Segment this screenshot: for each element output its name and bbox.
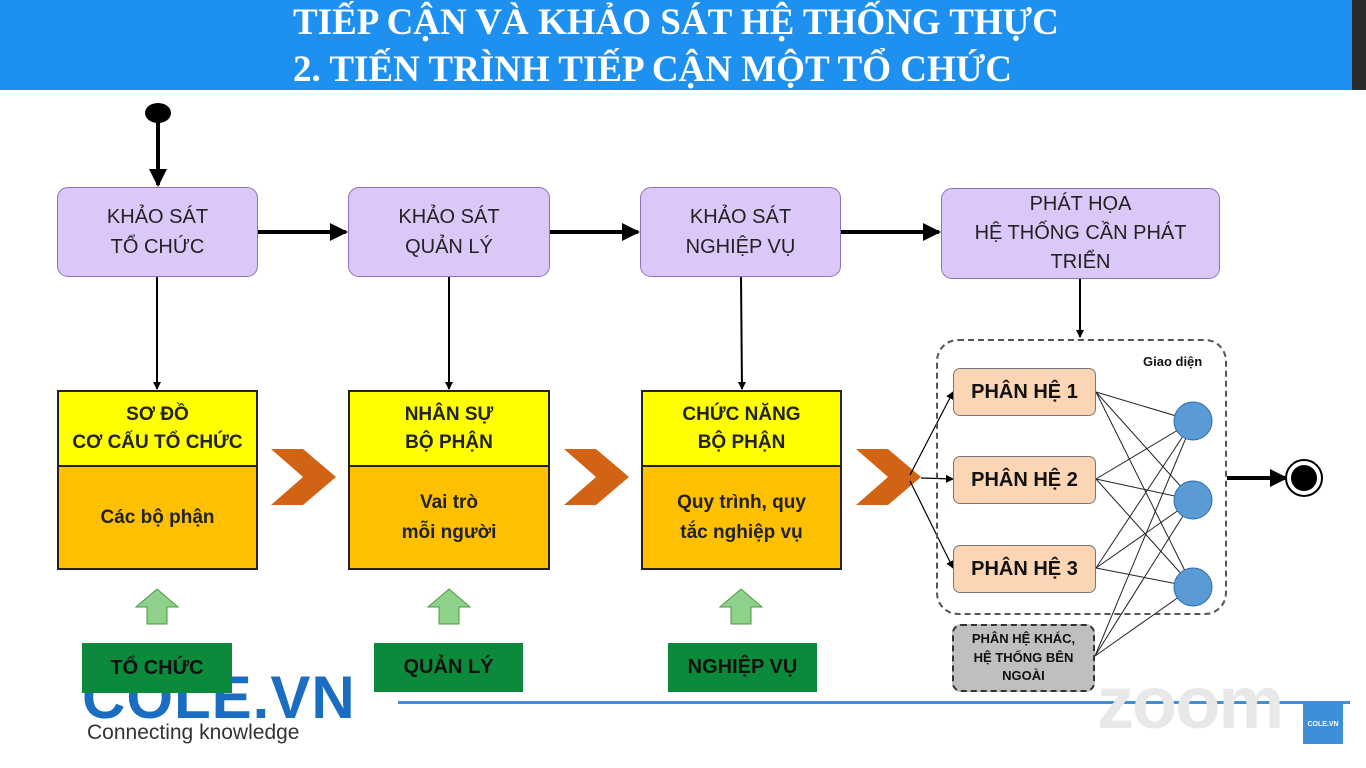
step-khao-sat-to-chuc: KHẢO SÁT TỔ CHỨC	[57, 187, 258, 277]
arrow-to-subsystem-3	[909, 480, 954, 569]
output-3-head-1: CHỨC NĂNG	[682, 404, 801, 426]
output-3-body-1: Quy trình, quy	[677, 492, 806, 514]
label-nghiep-vu: NGHIỆP VỤ	[668, 643, 817, 692]
subsystem-2: PHÂN HỆ 2	[953, 456, 1096, 504]
step-phat-hoa-he-thong: PHÁT HỌA HỆ THỐNG CẦN PHÁT TRIỂN	[941, 188, 1220, 279]
chevron-1	[271, 449, 336, 505]
subsystem-group	[936, 339, 1227, 615]
footer-divider	[398, 701, 1350, 704]
output-2-header: NHÂN SỰ BỘ PHẬN	[348, 390, 550, 466]
output-1-body-1: Các bộ phận	[100, 506, 215, 528]
step-1-line-1: KHẢO SÁT	[106, 206, 209, 228]
output-2-body-1: Vai trò	[419, 492, 479, 514]
arrow-step3-output3	[737, 276, 746, 390]
up-arrow-3	[718, 588, 764, 625]
arrow-to-subsystem-1	[909, 391, 954, 476]
step-4-line-1: PHÁT HỌA	[1029, 193, 1132, 215]
zoom-watermark: zoom	[1097, 661, 1284, 744]
header-edge	[1352, 0, 1366, 90]
interface-node-2	[1173, 480, 1213, 520]
external-line-2: HỆ THỐNG BÊN	[973, 649, 1074, 665]
chevron-3	[856, 449, 921, 505]
label-to-chuc: TỔ CHỨC	[82, 643, 232, 693]
chevron-2	[564, 449, 629, 505]
step-khao-sat-nghiep-vu: KHẢO SÁT NGHIỆP VỤ	[640, 187, 841, 277]
start-node	[145, 103, 171, 123]
step-4-line-3: TRIỂN	[1050, 251, 1111, 273]
label-quan-ly: QUẢN LÝ	[374, 643, 523, 692]
title-line-1: TIẾP CẬN VÀ KHẢO SÁT HỆ THỐNG THỰC	[293, 2, 1059, 43]
up-arrow-2	[426, 588, 472, 625]
interface-label: Giao diện	[1143, 354, 1203, 369]
step-2-line-2: QUẢN LÝ	[405, 236, 493, 258]
corner-logo: COLE.VN	[1303, 704, 1343, 744]
output-2-head-2: BỘ PHẬN	[405, 432, 493, 453]
external-systems: PHÂN HỆ KHÁC, HỆ THỐNG BÊN NGOÀI	[952, 624, 1095, 692]
output-2-body-2: mỗi người	[401, 521, 497, 543]
brand-tagline: Connecting knowledge	[87, 721, 300, 744]
output-1-body: Các bộ phận	[57, 465, 258, 570]
external-line-1: PHÂN HỆ KHÁC,	[971, 630, 1076, 646]
output-3-body: Quy trình, quy tắc nghiệp vụ	[641, 465, 842, 570]
step-4-line-2: HỆ THỐNG CẦN PHÁT	[974, 222, 1187, 244]
step-3-line-2: NGHIỆP VỤ	[685, 236, 796, 258]
subsystem-3: PHÂN HỆ 3	[953, 545, 1096, 593]
interface-node-1	[1173, 401, 1213, 441]
output-3-header: CHỨC NĂNG BỘ PHẬN	[641, 390, 842, 466]
step-1-line-2: TỔ CHỨC	[110, 236, 205, 258]
up-arrow-1	[134, 588, 180, 625]
interface-node-3	[1173, 567, 1213, 607]
subsystem-1: PHÂN HỆ 1	[953, 368, 1096, 416]
step-2-line-1: KHẢO SÁT	[398, 206, 500, 228]
step-khao-sat-quan-ly: KHẢO SÁT QUẢN LÝ	[348, 187, 550, 277]
output-2-body: Vai trò mỗi người	[348, 465, 550, 570]
output-1-head-2: CƠ CẤU TỔ CHỨC	[72, 432, 243, 453]
output-1-head-1: SƠ ĐỒ	[126, 404, 189, 426]
output-1-header: SƠ ĐỒ CƠ CẤU TỔ CHỨC	[57, 390, 258, 466]
external-line-3: NGOÀI	[1002, 668, 1045, 684]
end-node-dot	[1291, 465, 1317, 491]
step-3-line-1: KHẢO SÁT	[689, 206, 792, 228]
output-3-body-2: tắc nghiệp vụ	[680, 521, 803, 543]
header-banner	[0, 0, 1366, 90]
title-line-2: 2. TIẾN TRÌNH TIẾP CẬN MỘT TỔ CHỨC	[293, 49, 1012, 90]
output-3-head-2: BỘ PHẬN	[697, 432, 786, 453]
output-2-head-1: NHÂN SỰ	[404, 404, 494, 426]
